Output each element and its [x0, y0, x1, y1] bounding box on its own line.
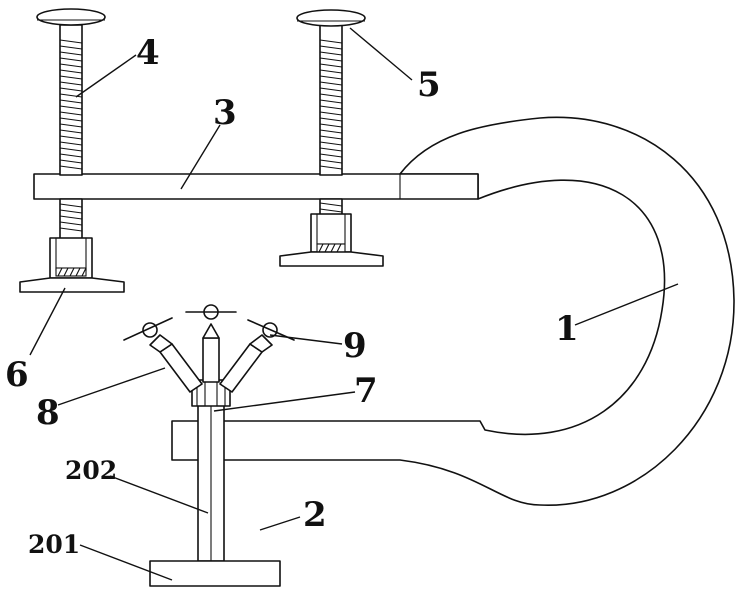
top-arm — [34, 174, 478, 199]
left-pad — [20, 238, 124, 292]
left-screw — [37, 9, 105, 239]
label-7: 7 — [354, 371, 378, 411]
label-1: 1 — [555, 309, 579, 349]
label-8: 8 — [36, 393, 60, 433]
label-3: 3 — [213, 93, 237, 133]
right-pad — [280, 214, 383, 266]
label-201: 201 — [28, 530, 80, 559]
support-arms — [150, 324, 272, 392]
label-202: 202 — [65, 456, 117, 485]
label-9: 9 — [343, 326, 367, 366]
label-5: 5 — [417, 65, 441, 105]
label-6: 6 — [5, 355, 29, 395]
label-4: 4 — [136, 33, 160, 73]
label-2: 2 — [303, 495, 327, 535]
